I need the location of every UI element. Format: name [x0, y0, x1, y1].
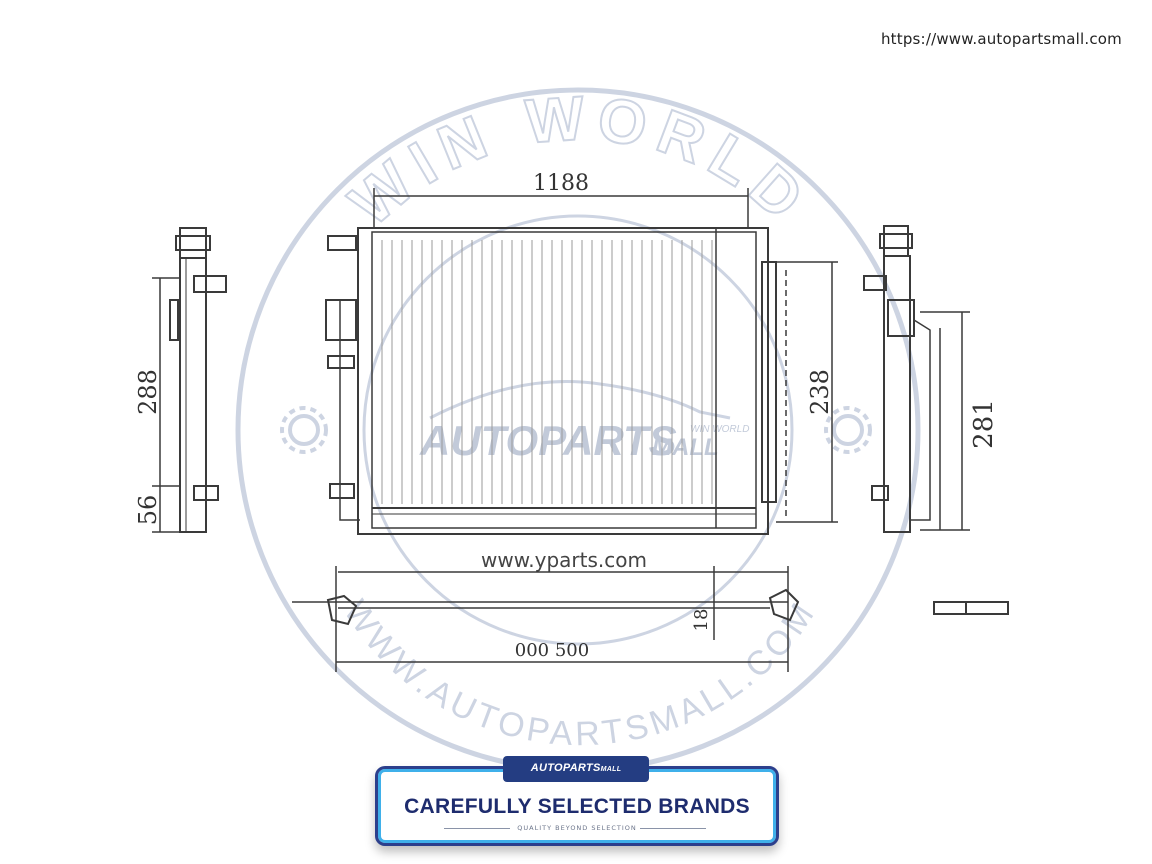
- dimension-bottom-small-label: 18: [691, 609, 712, 632]
- dimension-left: [152, 277, 180, 533]
- dimension-left-bottom-label: 56: [134, 495, 162, 526]
- logo-text: AUTOPARTS: [530, 762, 601, 774]
- bottom-view: [292, 566, 800, 672]
- banner-divider-left: [444, 828, 510, 829]
- dimension-top-label: 1188: [533, 171, 589, 196]
- dimension-side: [920, 311, 970, 531]
- watermark-center-tag: WIN WORLD: [690, 424, 749, 435]
- dimension-top: [373, 188, 749, 228]
- banner-subtitle: QUALITY BEYOND SELECTION: [517, 824, 637, 832]
- dimension-left-label: 288: [134, 369, 162, 415]
- dimension-side-label: 281: [969, 399, 999, 449]
- watermark-center-logo-small: MALL: [652, 434, 719, 461]
- banner-title: CAREFULLY SELECTED BRANDS: [404, 795, 750, 818]
- small-part-bar: [933, 601, 1009, 615]
- logo-text-small: MALL: [600, 766, 622, 773]
- dimension-right: [776, 261, 838, 523]
- website-url: https://www.autopartsmall.com: [880, 30, 1122, 48]
- gear-icon: [280, 406, 328, 454]
- gear-icon: [824, 406, 872, 454]
- banner-divider-right: [640, 828, 706, 829]
- radiator-fins: [381, 240, 713, 504]
- right-side-view: [863, 225, 931, 533]
- dimension-right-label: 238: [806, 369, 834, 415]
- radiator-front-view: [325, 227, 777, 535]
- watermark-ring-bottom-text: WWW.AUTOPARTSMALL.COM: [336, 593, 823, 753]
- left-side-view: [169, 227, 227, 533]
- watermark-center-logo: AUTOPARTS: [419, 417, 677, 464]
- car-silhouette-icon: [429, 380, 731, 420]
- brand-banner: CAREFULLY SELECTED BRANDS QUALITY BEYOND…: [375, 756, 779, 846]
- autopartsmall-logo: AUTOPARTSMALL: [503, 756, 649, 782]
- dimension-bottom-label: 000 500: [515, 640, 589, 661]
- yparts-url: www.yparts.com: [481, 548, 647, 572]
